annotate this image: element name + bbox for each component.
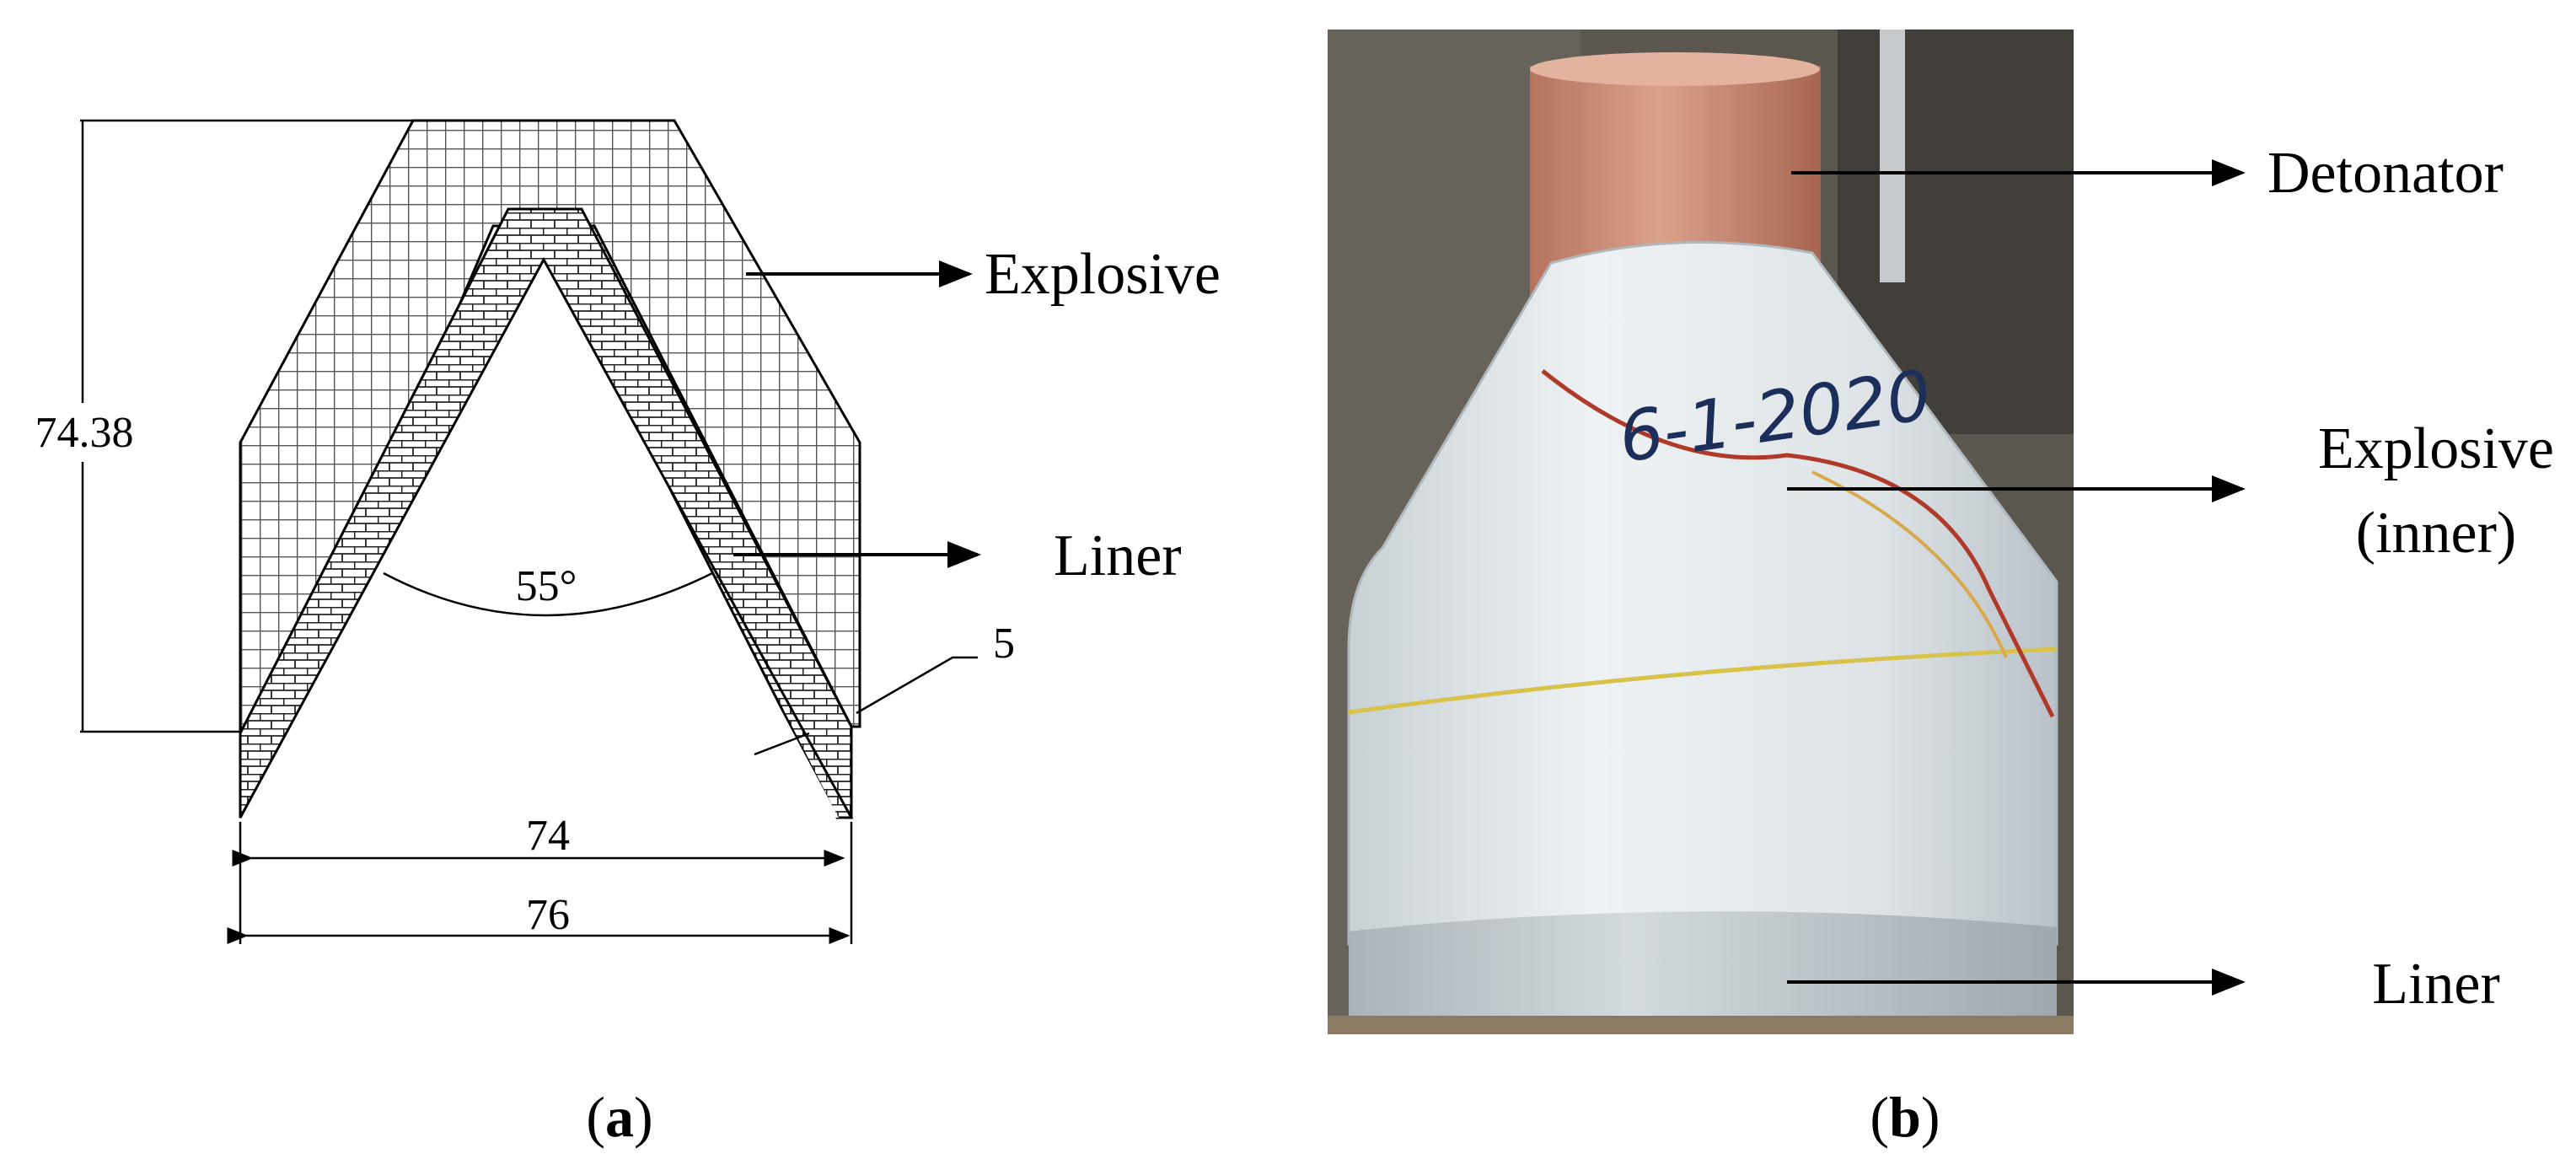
height-value: 74.38 (35, 409, 134, 457)
inner-width-value: 74 (526, 812, 570, 860)
width-dimensions (227, 822, 853, 944)
liner-band (1349, 911, 2057, 1033)
panel-a-drawing: 74.38 55° 5 74 76 Explosive Liner (a) (17, 119, 1221, 1149)
liner-label-b: Liner (2372, 952, 2500, 1017)
thickness-leader (754, 656, 978, 756)
angle-arc (383, 572, 713, 617)
panel-b-photo: 6-1-2020 Detonator Explosive (inner) Lin… (1328, 30, 2554, 1149)
caption-a: (a) (586, 1085, 652, 1149)
caption-b: (b) (1870, 1085, 1940, 1149)
liner-label-a: Liner (1054, 523, 1182, 588)
casing (1347, 241, 2058, 946)
explosive-sub-label-b: (inner) (2356, 501, 2516, 566)
liner-cavity (253, 268, 839, 818)
detonator-label: Detonator (2267, 141, 2504, 206)
thickness-value: 5 (993, 620, 1015, 668)
outer-width-value: 76 (526, 891, 570, 939)
explosive-label-a: Explosive (985, 242, 1221, 307)
liner-outline (239, 207, 853, 818)
explosive-label-b: Explosive (2318, 416, 2554, 481)
angle-value: 55° (516, 562, 577, 610)
